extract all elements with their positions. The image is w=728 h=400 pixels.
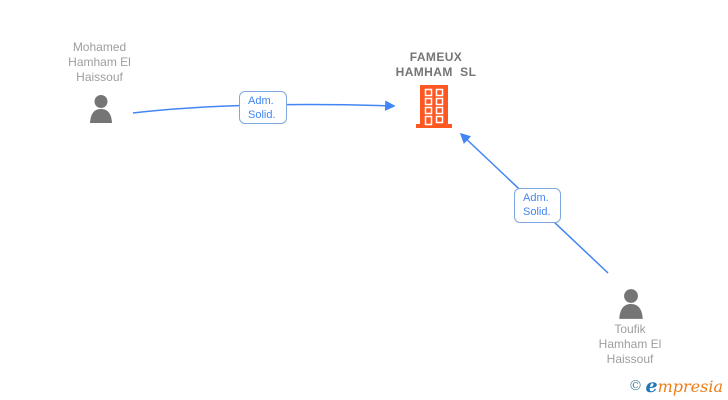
copyright-icon: © [628, 378, 643, 394]
person-right-name-line2: Hamham El [598, 337, 662, 351]
company-name-line2: HAMHAM SL [395, 65, 477, 79]
person-right-name-line1: Toufik [614, 322, 646, 336]
person-left-name[interactable]: Mohamed Hamham El Haissouf [27, 40, 172, 85]
edge-label-left-adm-solid: Adm. Solid. [239, 91, 287, 124]
empresia-logo[interactable]: ©empresia [629, 375, 724, 397]
company-name-line1: FAMEUX [409, 50, 463, 64]
brand-initial: e [645, 375, 658, 397]
building-icon[interactable] [416, 85, 452, 128]
company-name[interactable]: FAMEUX HAMHAM SL [366, 50, 506, 80]
person-left-name-line1: Mohamed [72, 40, 127, 54]
person-icon[interactable] [87, 94, 115, 124]
edge-label-right-adm-solid: Adm. Solid. [514, 188, 561, 223]
person-right-name[interactable]: Toufik Hamham El Haissouf [560, 322, 700, 367]
brand-rest: mpresia [657, 377, 723, 396]
person-icon[interactable] [616, 288, 646, 320]
person-left-name-line2: Hamham El [68, 55, 131, 69]
person-right-name-line3: Haissouf [606, 352, 654, 366]
edge-label-right-line1: Adm. [523, 192, 549, 204]
person-left-name-line3: Haissouf [76, 70, 123, 84]
edge-label-right-line2: Solid. [523, 206, 551, 218]
edge-label-left-line2: Solid. [248, 109, 276, 121]
edge-label-left-line1: Adm. [248, 95, 274, 107]
